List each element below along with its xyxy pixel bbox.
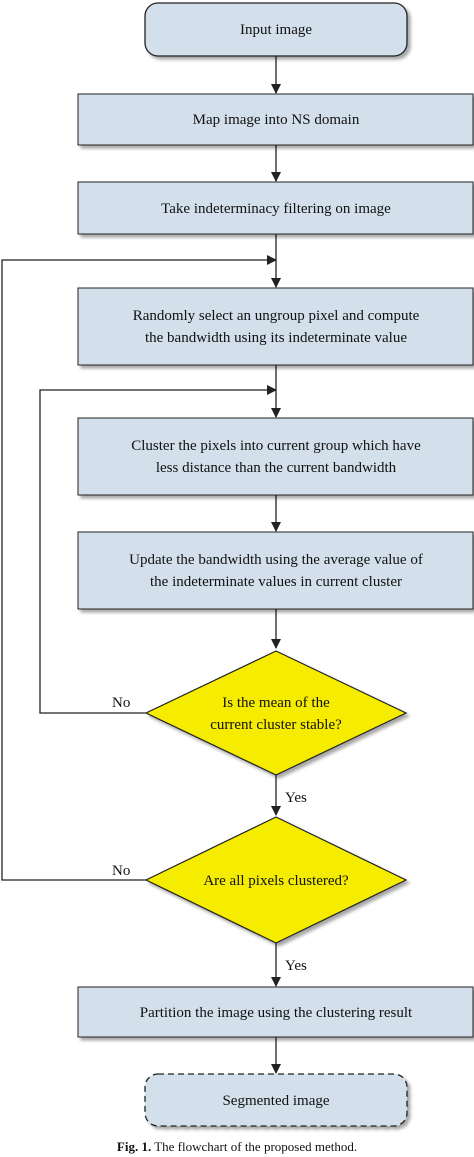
map-process-box bbox=[77, 93, 474, 146]
node-cluster: Cluster the pixels into current group wh… bbox=[77, 417, 474, 496]
node-partition: Partition the image using the clustering… bbox=[77, 986, 474, 1038]
caption-text: The flowchart of the proposed method. bbox=[151, 1139, 358, 1154]
stable-text-line-1: Is the mean of the bbox=[222, 695, 330, 711]
filter-text-line-1: Take indeterminacy filtering on image bbox=[161, 201, 391, 217]
loop-all-no bbox=[1, 255, 277, 881]
select-text-line-1: Randomly select an ungroup pixel and com… bbox=[133, 308, 420, 324]
input-terminal-box bbox=[144, 2, 408, 57]
partition-process-box bbox=[77, 986, 474, 1038]
caption-label: Fig. 1. bbox=[116, 1139, 152, 1154]
node-segmented: Segmented image bbox=[144, 1073, 408, 1127]
node-input: Input image bbox=[144, 2, 408, 57]
loop-stable-no bbox=[39, 385, 277, 714]
node-select: Randomly select an ungroup pixel and com… bbox=[77, 287, 474, 366]
label-all-yes: Yes bbox=[285, 958, 307, 974]
update-text-line-1: Update the bandwidth using the average v… bbox=[129, 552, 423, 568]
cluster-process-box bbox=[77, 417, 474, 496]
figure-caption: Fig. 1. The flowchart of the proposed me… bbox=[0, 1139, 474, 1155]
input-text-line-1: Input image bbox=[240, 22, 312, 38]
update-text-line-2: the indeterminate values in current clus… bbox=[150, 574, 402, 590]
label-all-no: No bbox=[112, 863, 130, 879]
all-text-line-1: Are all pixels clustered? bbox=[203, 873, 349, 889]
node-filter: Take indeterminacy filtering on image bbox=[77, 181, 474, 235]
stable-diamond bbox=[144, 650, 408, 776]
cluster-text-line-1: Cluster the pixels into current group wh… bbox=[131, 438, 421, 454]
label-stable-yes: Yes bbox=[285, 790, 307, 806]
node-map: Map image into NS domain bbox=[77, 93, 474, 146]
select-text-line-2: the bandwidth using its indeterminate va… bbox=[145, 330, 407, 346]
stable-text-line-2: current cluster stable? bbox=[210, 717, 342, 733]
node-all: Are all pixels clustered? bbox=[144, 816, 408, 944]
filter-process-box bbox=[77, 181, 474, 235]
node-update: Update the bandwidth using the average v… bbox=[77, 531, 474, 610]
select-process-box bbox=[77, 287, 474, 366]
all-diamond bbox=[144, 816, 408, 944]
node-stable: Is the mean of the current cluster stable… bbox=[144, 650, 408, 776]
map-text-line-1: Map image into NS domain bbox=[193, 112, 360, 128]
label-stable-no: No bbox=[112, 695, 130, 711]
update-process-box bbox=[77, 531, 474, 610]
segmented-terminal-box bbox=[144, 1073, 408, 1127]
partition-text-line-1: Partition the image using the clustering… bbox=[140, 1005, 413, 1021]
cluster-text-line-2: less distance than the current bandwidth bbox=[156, 460, 397, 476]
segmented-text-line-1: Segmented image bbox=[222, 1093, 329, 1109]
